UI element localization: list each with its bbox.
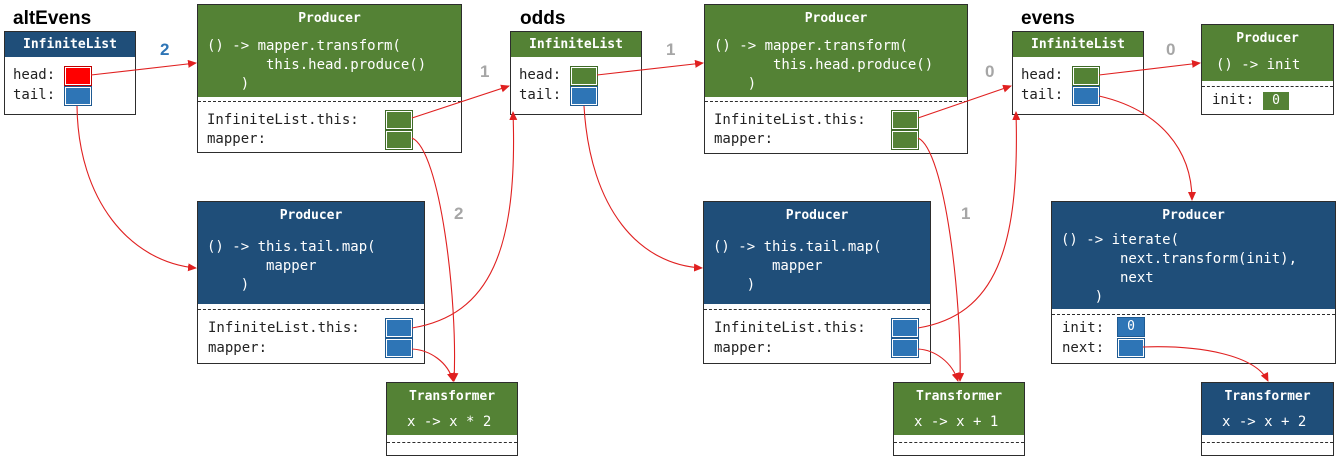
transformer-code: x -> x * 2 (407, 414, 492, 430)
field-head: head: (13, 67, 56, 83)
producer-transform-head-2: Producer () -> mapper.transform( this.he… (704, 4, 968, 154)
transformer-plus-two: Transformer x -> x + 2 (1201, 382, 1334, 456)
producer-code: () -> iterate( next.transform(init), nex… (1061, 232, 1298, 305)
arrow (917, 84, 1012, 119)
producer-code: () -> this.tail.map( mapper ) (207, 239, 376, 293)
field-mapper: mapper: (208, 340, 268, 356)
next-pointer[interactable] (1117, 338, 1145, 358)
arrow (411, 137, 459, 382)
count-label: 1 (666, 40, 676, 59)
arrow (1098, 59, 1201, 76)
head-pointer[interactable] (570, 66, 598, 86)
producer-iterate: Producer () -> iterate( next.transform(i… (1051, 201, 1336, 364)
var-odds: odds (520, 8, 566, 29)
arrow (411, 348, 455, 382)
count-label: 1 (480, 62, 490, 81)
box-title: InfiniteList (23, 37, 117, 52)
arrow (917, 137, 965, 382)
mapper-pointer[interactable] (385, 130, 413, 150)
box-title: Transformer (915, 389, 1003, 404)
box-title: Producer (298, 11, 361, 26)
box-title: Producer (279, 208, 343, 223)
tail-pointer[interactable] (64, 86, 92, 106)
field-tail: tail: (519, 87, 562, 103)
head-pointer[interactable] (1072, 66, 1100, 86)
arrow (411, 111, 518, 329)
field-list-this: InfiniteList.this: (714, 112, 866, 128)
list-this-pointer[interactable] (891, 318, 919, 338)
field-next: next: (1062, 340, 1105, 356)
transformer-code: x -> x + 2 (1222, 414, 1307, 430)
box-title: Transformer (408, 389, 496, 404)
box-title: Producer (804, 11, 868, 26)
producer-tail-map-2: Producer () -> this.tail.map( mapper ) I… (703, 201, 931, 364)
tail-pointer[interactable] (570, 86, 598, 106)
init-value: 0 (1117, 317, 1145, 337)
arrow (411, 84, 510, 119)
list-this-pointer[interactable] (385, 318, 413, 338)
var-alt-evens: altEvens (13, 8, 92, 29)
producer-code: () -> mapper.transform( this.head.produc… (207, 38, 427, 92)
arrow (1142, 346, 1269, 382)
count-label: 0 (1166, 40, 1176, 59)
arrow (917, 111, 1021, 329)
field-list-this: InfiniteList.this: (714, 320, 866, 336)
field-head: head: (1021, 67, 1064, 83)
head-pointer[interactable] (64, 66, 92, 86)
init-value: 0 (1263, 92, 1289, 110)
producer-code: () -> this.tail.map( mapper ) (713, 239, 882, 293)
count-label: 2 (454, 204, 464, 223)
transformer-plus-one: Transformer x -> x + 1 (893, 382, 1025, 456)
infinite-list-evens: InfiniteList head: tail: (1012, 31, 1144, 115)
count-label: 2 (160, 40, 170, 59)
arrow (90, 59, 197, 76)
producer-transform-head-1: Producer () -> mapper.transform( this.he… (197, 4, 462, 153)
field-list-this: InfiniteList.this: (207, 112, 359, 128)
list-this-pointer[interactable] (891, 110, 919, 130)
list-this-pointer[interactable] (385, 110, 413, 130)
arrow (917, 348, 960, 382)
infinite-list-alt-evens: InfiniteList head: tail: (4, 31, 136, 115)
producer-const-init: Producer () -> init init: 0 (1201, 24, 1334, 115)
count-label: 1 (961, 204, 971, 223)
arrow (1098, 95, 1196, 201)
field-mapper: mapper: (714, 131, 774, 147)
box-title: Transformer (1224, 389, 1311, 404)
box-title: InfiniteList (1031, 37, 1125, 52)
mapper-pointer[interactable] (891, 338, 919, 358)
producer-code: () -> mapper.transform( this.head.produc… (714, 38, 934, 92)
field-mapper: mapper: (207, 131, 267, 147)
producer-tail-map-1: Producer () -> this.tail.map( mapper ) I… (197, 201, 425, 364)
box-title: Producer (1162, 208, 1225, 223)
tail-pointer[interactable] (1072, 86, 1100, 106)
arrow (596, 59, 704, 76)
arrow (583, 105, 703, 272)
field-head: head: (519, 67, 562, 83)
arrow (76, 105, 197, 272)
infinite-list-odds: InfiniteList head: tail: (510, 31, 642, 115)
transformer-times-two: Transformer x -> x * 2 (386, 382, 518, 456)
producer-code: () -> init (1216, 57, 1301, 73)
field-tail: tail: (13, 87, 56, 103)
field-mapper: mapper: (714, 340, 774, 356)
mapper-pointer[interactable] (891, 130, 919, 150)
mapper-pointer[interactable] (385, 338, 413, 358)
var-evens: evens (1021, 8, 1075, 29)
field-init: init: (1062, 320, 1105, 336)
box-title: Producer (1236, 31, 1299, 46)
field-init: init: (1212, 92, 1255, 108)
count-label: 0 (985, 62, 995, 81)
box-title: Producer (785, 208, 849, 223)
field-list-this: InfiniteList.this: (208, 320, 360, 336)
box-title: InfiniteList (529, 37, 623, 52)
field-tail: tail: (1021, 87, 1064, 103)
transformer-code: x -> x + 1 (914, 414, 999, 430)
